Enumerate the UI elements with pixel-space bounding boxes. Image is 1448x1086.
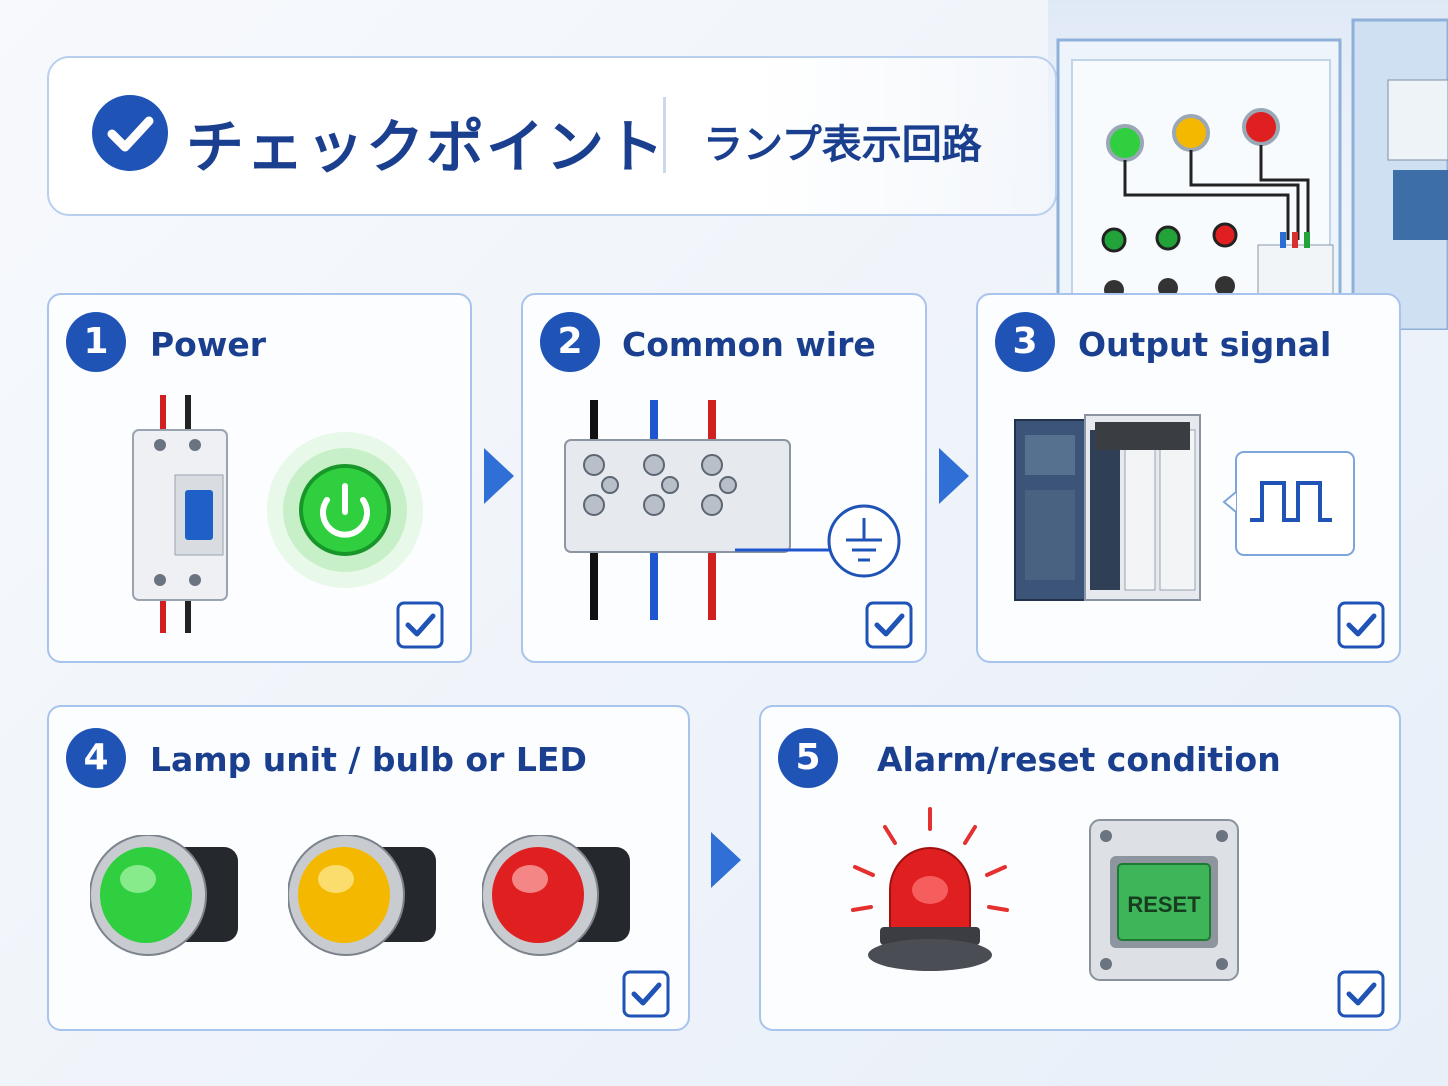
arrow-right-icon [711,832,741,888]
checkbox-icon[interactable] [396,601,444,649]
step-number-badge: 5 [778,728,838,788]
check-circle-icon [92,95,168,171]
pulse-signal-icon [1222,451,1355,556]
step-card-alarm-reset [759,705,1401,1031]
step-label: Output signal [1078,325,1332,364]
pilot-lamp-icon [90,835,238,956]
beacon-icon [851,807,1009,971]
arrow-right-icon [939,448,969,504]
checkbox-icon[interactable] [1337,970,1385,1018]
pilot-lamp-icon [288,835,436,956]
step-number-badge: 2 [540,312,600,372]
power-icon [267,432,423,588]
step-number-badge: 1 [66,312,126,372]
step-number-badge: 4 [66,728,126,788]
pilot-lamp-icon [482,835,630,956]
step-label: Alarm/reset condition [877,740,1281,779]
control-panel-illustration [1048,0,1448,330]
breaker-icon [132,395,228,633]
reset-button-icon: RESET [1089,819,1239,981]
arrow-right-icon [484,448,514,504]
terminal-block-icon [564,400,901,620]
checkbox-icon[interactable] [1337,601,1385,649]
reset-button-text: RESET [1127,892,1201,917]
page-subtitle: ランプ表示回路 [703,122,982,168]
checkbox-icon[interactable] [865,601,913,649]
step-label: Common wire [622,325,876,364]
page-title: チェックポイント [186,113,667,181]
header-card [47,56,1057,216]
title-divider [663,97,666,173]
checkbox-icon[interactable] [622,970,670,1018]
step-label: Power [150,325,266,364]
step-label: Lamp unit / bulb or LED [150,740,587,779]
step-number-badge: 3 [995,312,1055,372]
plc-icon [1014,414,1201,601]
